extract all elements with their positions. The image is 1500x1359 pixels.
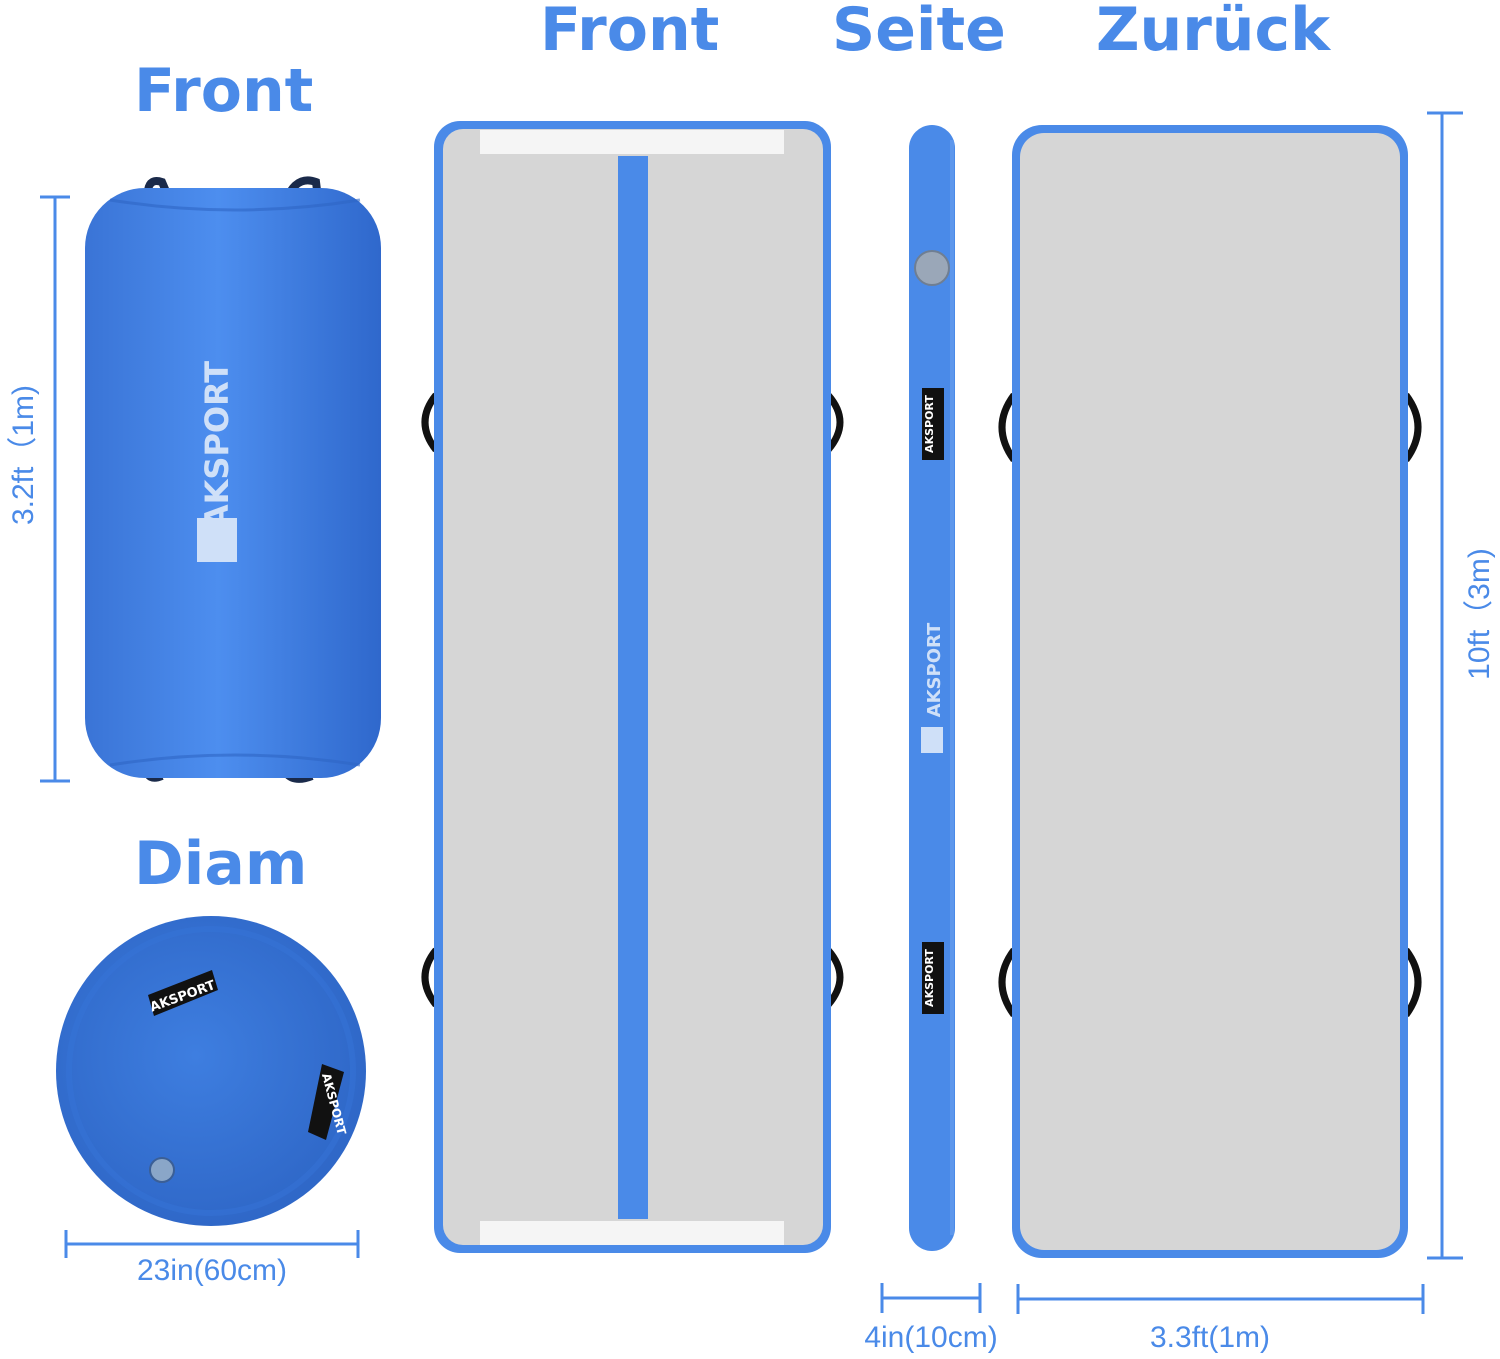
air-roll-diameter-view: AKSPORT AKSPORT bbox=[56, 916, 366, 1226]
mat-width-label: 3.3ft(1m) bbox=[1149, 1321, 1271, 1354]
air-mat-back bbox=[998, 125, 1422, 1258]
air-mat-side: AKSPORT AKSPORT AKSPORT bbox=[909, 125, 955, 1251]
roll-height-dimension-line bbox=[40, 195, 70, 783]
svg-text:AKSPORT: AKSPORT bbox=[923, 949, 936, 1007]
air-roll-front: AKSPORT bbox=[85, 176, 381, 783]
svg-text:AKSPORT: AKSPORT bbox=[198, 361, 236, 529]
heading-mat-front: Front bbox=[540, 0, 720, 65]
heading-mat-back: Zurück bbox=[1096, 0, 1330, 65]
svg-text:AKSPORT: AKSPORT bbox=[924, 622, 945, 717]
heading-mat-side: Seite bbox=[832, 0, 1006, 65]
heading-roll-diam: Diam bbox=[134, 829, 308, 899]
mat-length-dimension-line bbox=[1427, 111, 1463, 1260]
heading-roll-front: Front bbox=[134, 56, 314, 126]
aksport-logo: AKSPORT bbox=[197, 361, 237, 562]
mat-length-label: 10ft（3m) bbox=[1463, 548, 1496, 680]
air-mat-front bbox=[421, 121, 844, 1253]
roll-height-label: 3.2ft（1m) bbox=[7, 384, 40, 526]
mat-thickness-dimension-line bbox=[880, 1283, 982, 1313]
mat-width-dimension-line bbox=[1016, 1284, 1425, 1314]
roll-diameter-label: 23in(60cm) bbox=[136, 1254, 288, 1287]
roll-diameter-dimension-line bbox=[64, 1230, 360, 1258]
mat-thickness-label: 4in(10cm) bbox=[864, 1321, 998, 1354]
svg-text:AKSPORT: AKSPORT bbox=[923, 395, 936, 453]
